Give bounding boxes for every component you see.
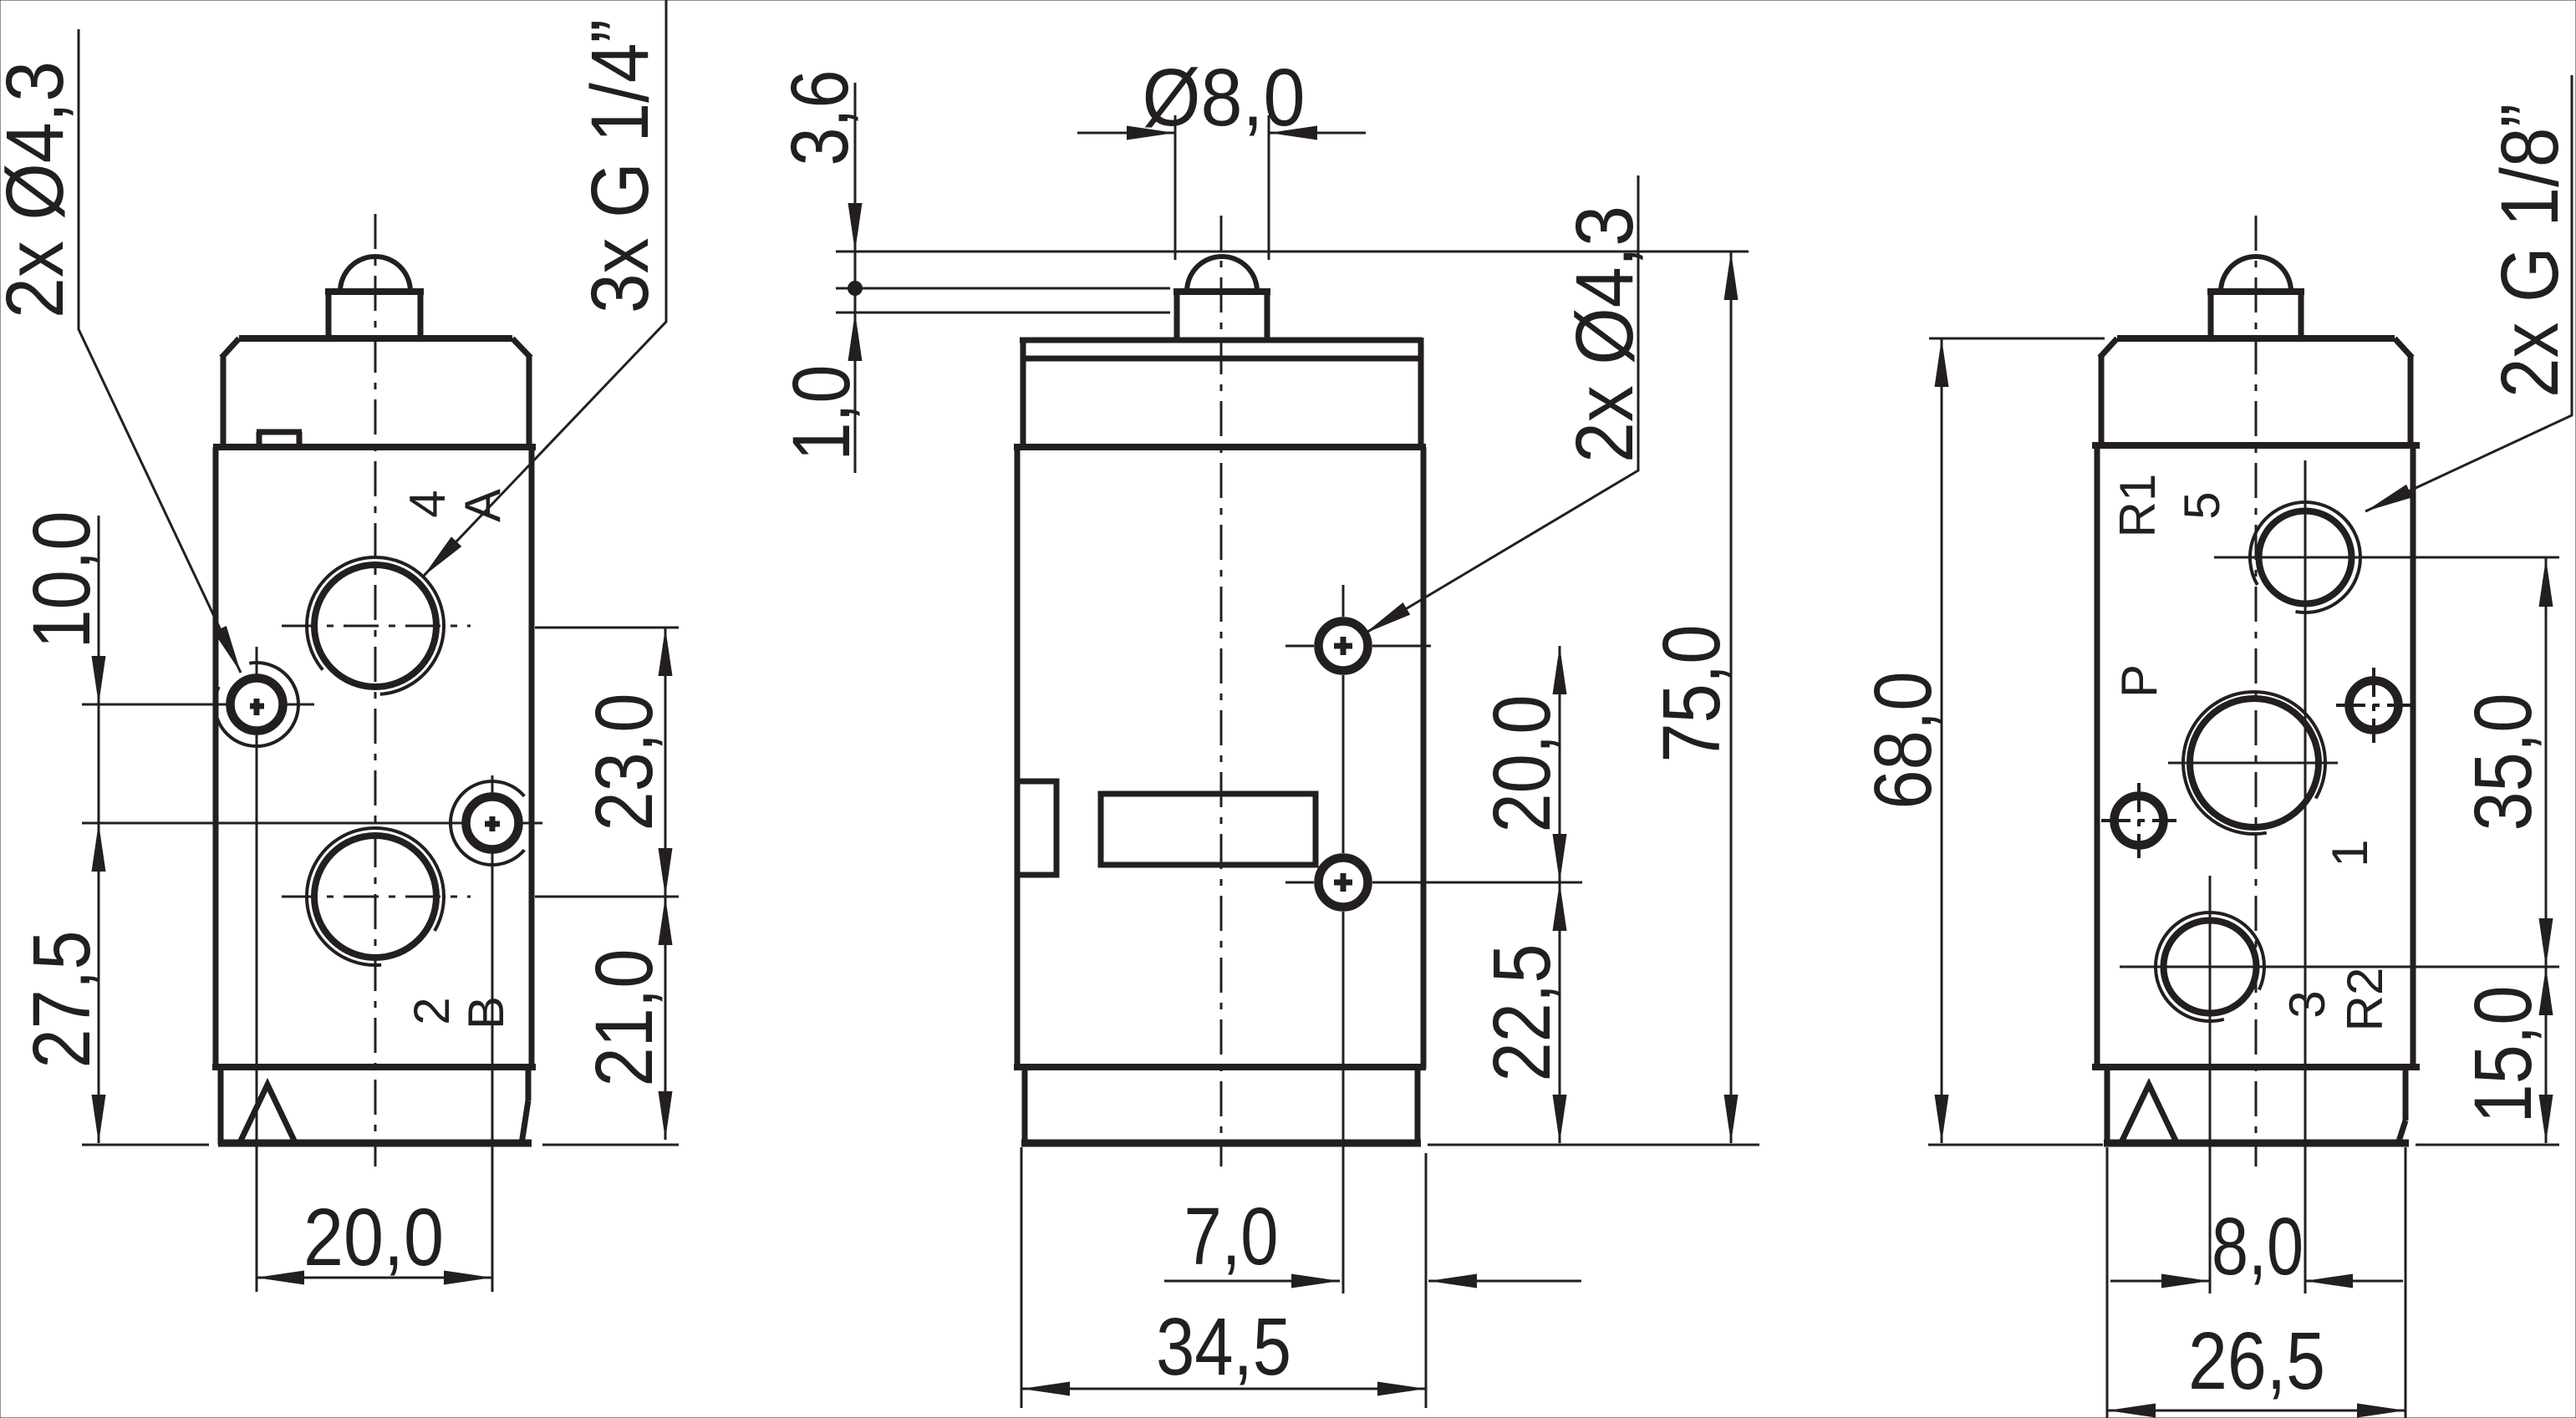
svg-text:2x Ø4,3: 2x Ø4,3 — [1559, 206, 1650, 463]
svg-text:3,6: 3,6 — [774, 70, 865, 166]
svg-text:Ø8,0: Ø8,0 — [1143, 52, 1306, 143]
svg-text:7,0: 7,0 — [1184, 1191, 1279, 1282]
svg-text:B: B — [458, 996, 514, 1029]
svg-text:27,5: 27,5 — [16, 931, 107, 1069]
svg-text:R1: R1 — [2110, 474, 2166, 538]
svg-text:35,0: 35,0 — [2457, 694, 2548, 831]
svg-text:1,0: 1,0 — [776, 365, 867, 461]
svg-text:R2: R2 — [2337, 968, 2393, 1032]
svg-text:34,5: 34,5 — [1156, 1301, 1291, 1392]
svg-text:2x G 1/8”: 2x G 1/8” — [2484, 104, 2575, 398]
svg-text:1: 1 — [2322, 839, 2378, 867]
svg-text:10,0: 10,0 — [16, 511, 107, 649]
svg-text:15,0: 15,0 — [2457, 986, 2548, 1124]
svg-text:5: 5 — [2174, 491, 2230, 519]
svg-text:75,0: 75,0 — [1646, 625, 1737, 763]
svg-text:4: 4 — [400, 490, 456, 517]
svg-text:20,0: 20,0 — [303, 1192, 444, 1283]
svg-text:21,0: 21,0 — [578, 949, 669, 1087]
svg-text:8,0: 8,0 — [2212, 1201, 2304, 1292]
svg-text:3x G 1/4”: 3x G 1/4” — [574, 19, 665, 313]
svg-text:23,0: 23,0 — [578, 694, 669, 831]
svg-text:22,5: 22,5 — [1476, 944, 1567, 1082]
svg-text:P: P — [2111, 664, 2167, 698]
svg-text:68,0: 68,0 — [1857, 672, 1948, 810]
svg-text:3: 3 — [2279, 990, 2335, 1018]
svg-text:20,0: 20,0 — [1476, 695, 1567, 833]
svg-text:2x Ø4,3: 2x Ø4,3 — [0, 61, 80, 318]
svg-text:2: 2 — [404, 997, 460, 1024]
svg-text:A: A — [455, 489, 511, 522]
svg-text:26,5: 26,5 — [2188, 1315, 2325, 1406]
